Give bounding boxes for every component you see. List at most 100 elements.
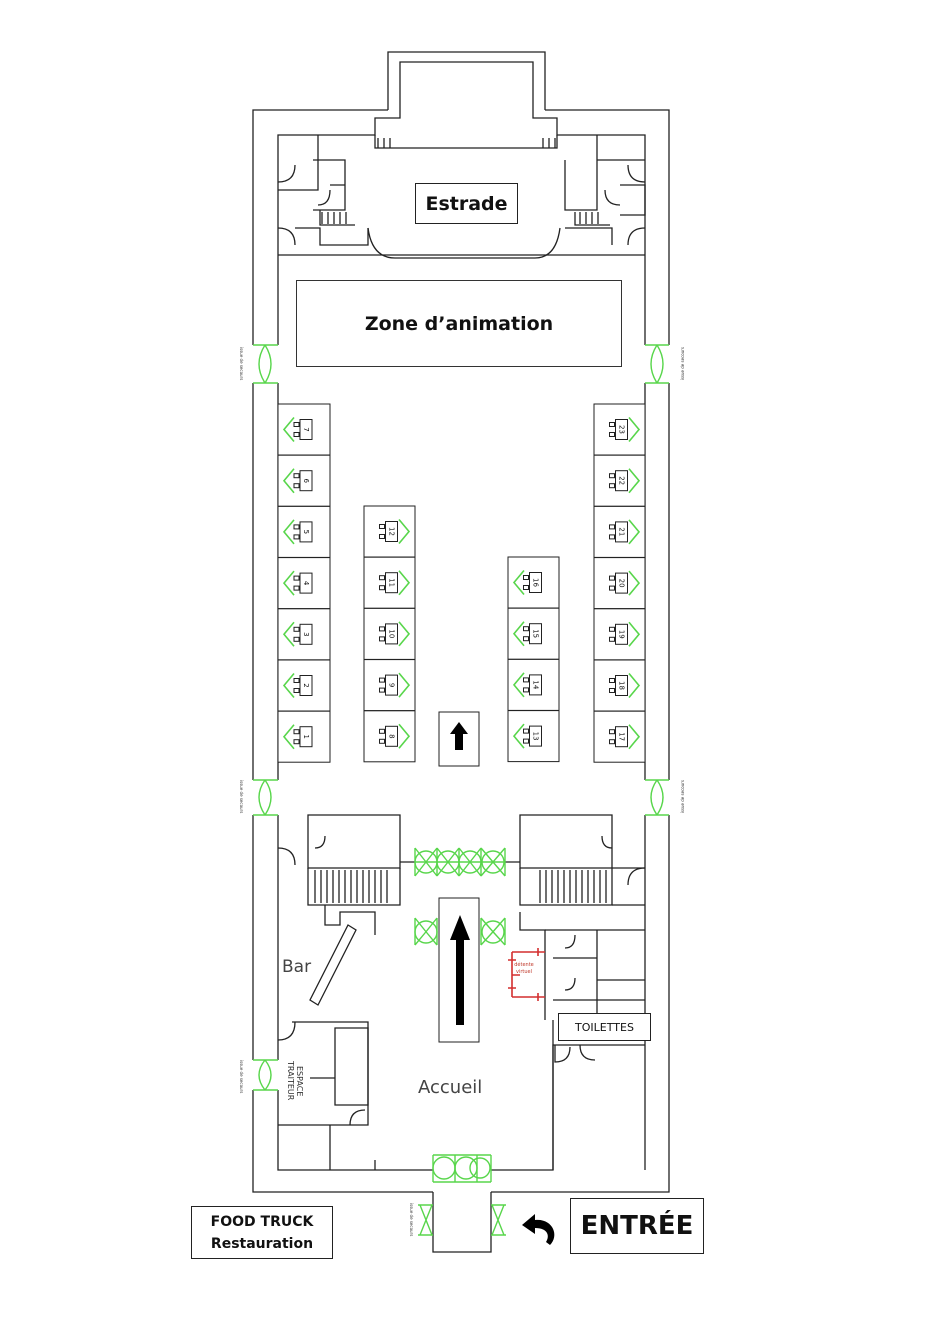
- stand-7: 7: [277, 403, 331, 456]
- chair-icon: [293, 729, 300, 735]
- stand-number: 12: [388, 527, 396, 536]
- stand-number: 21: [618, 527, 626, 536]
- stand-number: 20: [618, 579, 626, 588]
- chair-icon: [293, 534, 300, 540]
- stand-13: 13: [507, 710, 560, 763]
- chevron-icon: [398, 570, 411, 596]
- stand-icon: [299, 521, 313, 543]
- chair-icon: [609, 524, 615, 530]
- stand-icon: [385, 521, 398, 542]
- chair-icon: [379, 728, 385, 734]
- stand-box: [507, 556, 560, 609]
- stand-number: 11: [388, 578, 396, 587]
- stand-number: 17: [618, 732, 626, 741]
- stand-12: 12: [363, 505, 416, 558]
- chevron-icon: [398, 672, 411, 698]
- chair-icon: [293, 575, 300, 581]
- chair-icon: [609, 575, 615, 581]
- stand-20: 20: [593, 557, 646, 610]
- stand-4: 4: [277, 557, 331, 610]
- stand-number: 4: [302, 581, 310, 586]
- chair-icon: [523, 677, 529, 683]
- stand-icon: [615, 521, 628, 543]
- direction-arrows: [438, 711, 555, 1245]
- chair-icon: [523, 636, 529, 642]
- chair-icon: [609, 688, 615, 693]
- chair-icon: [609, 432, 615, 437]
- chair-icon: [379, 534, 385, 539]
- chair-icon: [293, 422, 300, 427]
- detente-label-line2: virtuel: [516, 969, 532, 975]
- stand-number: 13: [532, 732, 540, 741]
- chevron-icon: [282, 468, 295, 494]
- arrow-up-icon: [450, 915, 470, 1025]
- chair-icon: [609, 636, 615, 642]
- stand-box: [363, 659, 416, 712]
- chevron-icon: [628, 672, 641, 699]
- zone-animation-label: Zone d’animation: [296, 280, 622, 367]
- chair-icon: [293, 626, 300, 632]
- chair-icon: [379, 626, 385, 632]
- stand-box: [593, 608, 646, 661]
- stand-number: 18: [618, 681, 626, 690]
- emergency-exit-label: issue de secours: [409, 1203, 414, 1237]
- stand-box: [363, 607, 416, 660]
- stand-icon: [529, 674, 542, 696]
- chair-icon: [609, 626, 615, 632]
- chair-icon: [293, 524, 300, 530]
- stand-8: 8: [363, 710, 416, 763]
- stand-box: [363, 556, 416, 609]
- stand-box: [593, 403, 646, 456]
- curved-arrow-icon: [522, 1214, 555, 1245]
- chevron-icon: [628, 468, 641, 494]
- chair-icon: [379, 738, 385, 744]
- food-truck-label: FOOD TRUCK Restauration: [191, 1206, 333, 1259]
- stand-number: 14: [532, 680, 540, 689]
- stand-box: [593, 710, 646, 763]
- stand-icon: [299, 726, 313, 748]
- espace-traiteur-label: ESPACE TRAITEUR: [286, 1061, 304, 1101]
- stand-icon: [529, 725, 542, 747]
- stand-box: [277, 454, 331, 507]
- chevron-icon: [628, 621, 641, 647]
- stand-icon: [615, 623, 628, 645]
- chair-icon: [293, 473, 300, 479]
- stand-icon: [299, 470, 313, 492]
- stand-9: 9: [363, 659, 416, 712]
- chair-icon: [609, 585, 615, 591]
- stand-box: [277, 505, 331, 558]
- chevron-icon: [628, 416, 641, 443]
- stand-19: 19: [593, 608, 646, 661]
- food-truck-line2: Restauration: [210, 1235, 314, 1252]
- stand-icon: [529, 623, 542, 645]
- chair-icon: [293, 585, 300, 591]
- chevron-icon: [398, 621, 411, 647]
- stand-box: [277, 659, 331, 712]
- stand-icon: [299, 623, 313, 645]
- chevron-icon: [398, 723, 411, 749]
- stand-22: 22: [593, 454, 646, 507]
- stand-icon: [529, 572, 542, 593]
- chair-icon: [609, 729, 615, 735]
- chair-icon: [379, 524, 385, 529]
- chevron-icon: [282, 570, 295, 596]
- stand-15: 15: [507, 607, 560, 660]
- chevron-icon: [512, 621, 525, 647]
- chair-icon: [293, 483, 300, 489]
- chair-icon: [293, 688, 300, 693]
- chair-icon: [293, 739, 300, 745]
- stand-box: [277, 557, 331, 610]
- stand-icon: [385, 674, 398, 696]
- stand-box: [363, 710, 416, 763]
- chair-icon: [379, 636, 385, 642]
- stand-icon: [385, 572, 398, 594]
- chevron-icon: [282, 621, 295, 647]
- chair-icon: [523, 738, 529, 744]
- chair-icon: [379, 677, 385, 683]
- stand-box: [507, 710, 560, 763]
- chair-icon: [293, 432, 300, 437]
- stand-number: 15: [532, 629, 540, 638]
- accueil-label: Accueil: [418, 1076, 483, 1098]
- stand-icon: [615, 726, 628, 748]
- chevron-icon: [628, 519, 641, 545]
